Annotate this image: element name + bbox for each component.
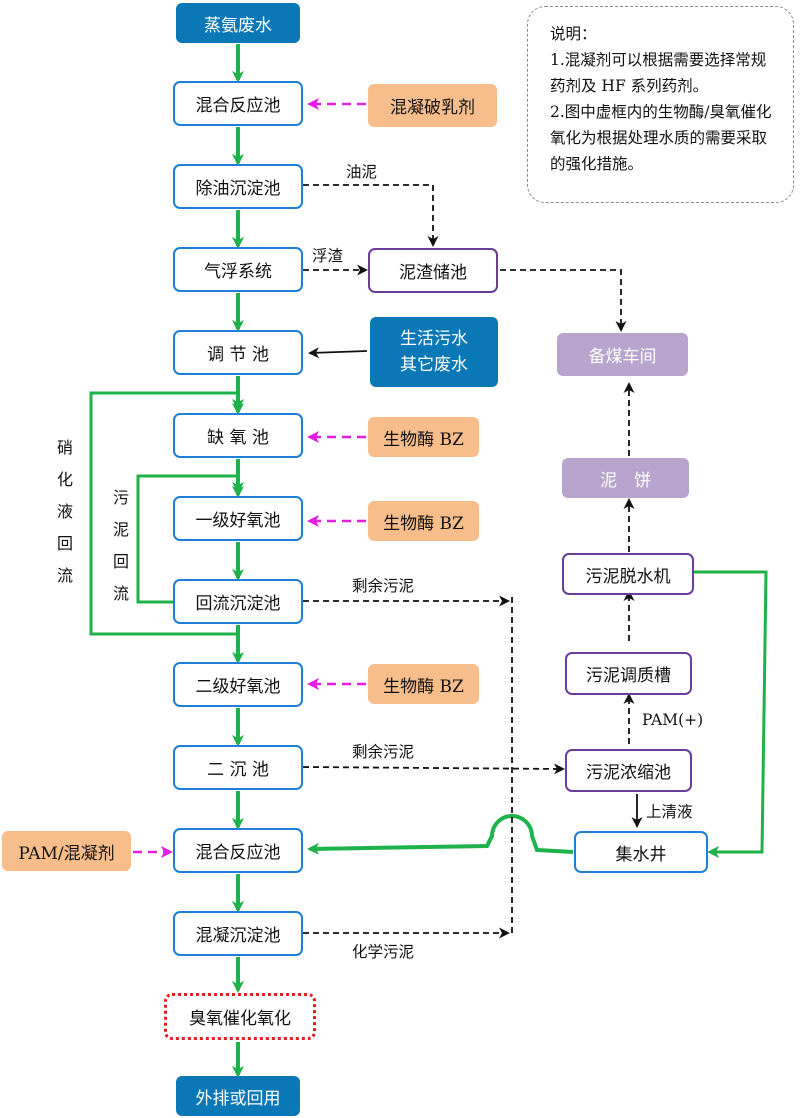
excess-sludge-label-1: 剩余污泥: [352, 577, 415, 595]
flotation-system: 气浮系统: [173, 247, 303, 292]
oil-sludge-label: 油泥: [346, 163, 378, 181]
secondary-settling-pool: 二 沉 池: [173, 745, 303, 790]
coal-workshop-box: 备煤车间: [557, 333, 688, 376]
return-settling-pool: 回流沉淀池: [173, 579, 303, 624]
aerobic-pool-1: 一级好氧池: [173, 496, 303, 541]
sludge-conditioning-tank: 污泥调质槽: [565, 652, 692, 695]
sludge-thickener: 污泥浓缩池: [565, 749, 692, 792]
pam-plus-label: PAM(+): [642, 711, 704, 729]
ozone-oxidation-box: 臭氧催化氧化: [164, 993, 316, 1040]
anoxic-pool: 缺 氧 池: [173, 413, 303, 458]
pam-coagulant-box: PAM/混凝剂: [2, 831, 131, 871]
sludge-return-label: 污泥回流: [112, 488, 129, 603]
nitrate-return-line: [89, 391, 244, 636]
note-box: 说明： 1.混凝剂可以根据需要选择常规药剂及 HF 系列药剂。 2.图中虚框内的…: [527, 6, 794, 203]
excess-sludge-label-2: 剩余污泥: [352, 743, 415, 761]
other-wastewater-box: 生活污水 其它废水: [370, 317, 498, 387]
chemical-sludge-label: 化学污泥: [352, 943, 415, 961]
enzyme-box-3: 生物酶 BZ: [368, 664, 479, 704]
demulsifier-box: 混凝破乳剂: [368, 84, 497, 127]
note-line-1: 1.混凝剂可以根据需要选择常规药剂及 HF 系列药剂。: [550, 51, 767, 95]
nitrate-return-label: 硝化液回流: [56, 438, 73, 585]
enzyme-box-2: 生物酶 BZ: [368, 501, 479, 541]
scum-label: 浮渣: [312, 247, 344, 265]
sludge-return-line: [136, 474, 244, 604]
note-line-2: 2.图中虚框内的生物酶/臭氧催化氧化为根据处理水质的需要采取的强化措施。: [550, 103, 772, 173]
supernatant-label: 上清液: [646, 803, 693, 821]
sludge-flow-lines: [302, 184, 635, 939]
filtrate-line: [694, 570, 768, 858]
collection-return-line: [307, 814, 574, 855]
regulation-pool: 调 节 池: [173, 330, 303, 375]
mix-reaction-pool-2: 混合反应池: [173, 828, 303, 873]
collection-well: 集水井: [574, 831, 708, 873]
sludge-cake-box: 泥 饼: [562, 458, 689, 498]
dosing-arrows: [133, 98, 366, 858]
enzyme-box-1: 生物酶 BZ: [368, 417, 479, 457]
oil-settling-pool: 除油沉淀池: [173, 164, 303, 209]
source-wastewater-box: 蒸氨废水: [176, 3, 300, 43]
coagulation-settling-pool: 混凝沉淀池: [173, 911, 303, 956]
scum-storage-tank: 泥渣储池: [368, 248, 498, 293]
sludge-dewatering-machine: 污泥脱水机: [562, 553, 694, 595]
other-water-arrow: [308, 347, 368, 359]
mix-reaction-pool-1: 混合反应池: [173, 81, 303, 126]
aerobic-pool-2: 二级好氧池: [173, 662, 303, 707]
discharge-box: 外排或回用: [176, 1076, 300, 1116]
note-title: 说明：: [550, 25, 597, 43]
